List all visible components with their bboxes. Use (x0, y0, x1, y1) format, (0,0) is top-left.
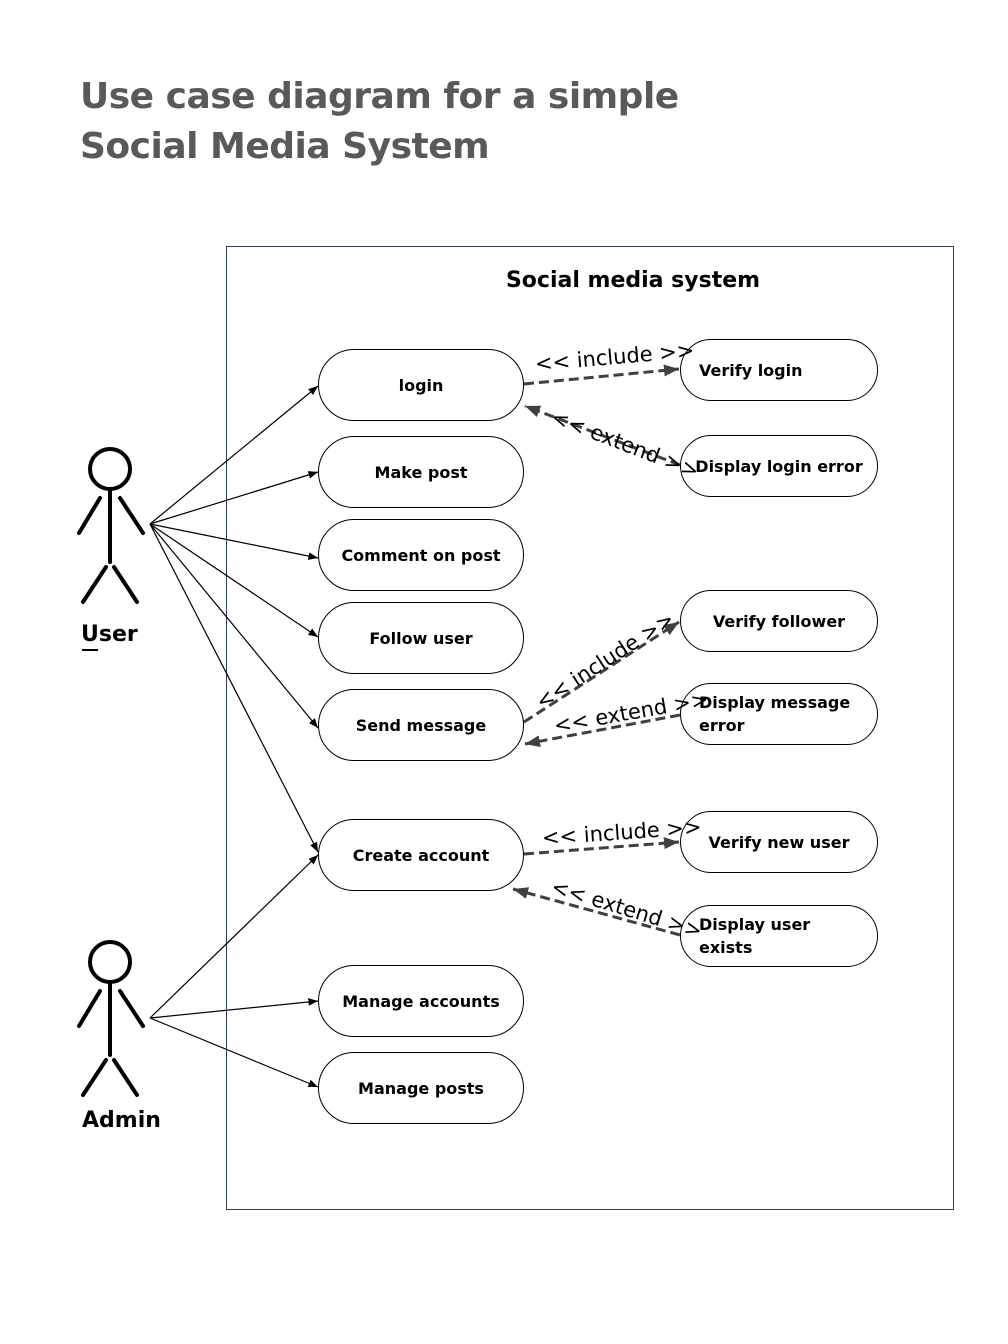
extend-login-error (524, 404, 681, 467)
usecase-verify-login-label: Verify login (699, 360, 803, 380)
page-title: Use case diagram for a simple Social Med… (80, 72, 679, 172)
usecase-follow-user[interactable]: Follow user (318, 602, 524, 674)
user-actor-label: User (81, 622, 138, 647)
extend-message-error (524, 713, 681, 748)
assoc-admin-manage-posts (149, 1017, 319, 1088)
usecase-send-message[interactable]: Send message (318, 689, 524, 761)
extend-account-exists (512, 887, 681, 937)
usecase-verify-new-user[interactable]: Verify new user (680, 811, 878, 873)
usecase-verify-follower[interactable]: Verify follower (680, 590, 878, 652)
assoc-user-follow (149, 523, 319, 638)
assoc-user-create-account (149, 523, 319, 853)
include-login-verify (523, 364, 680, 386)
page-title-line-2: Social Media System (80, 126, 490, 167)
admin-actor-label: Admin (82, 1108, 161, 1133)
admin-actor-icon[interactable] (77, 940, 145, 1097)
usecase-manage-accounts-label: Manage accounts (342, 991, 500, 1011)
usecase-comment-on-post[interactable]: Comment on post (318, 519, 524, 591)
assoc-admin-manage-accounts (149, 998, 319, 1019)
usecase-verify-login[interactable]: Verify login (680, 339, 878, 401)
usecase-follow-user-label: Follow user (369, 628, 473, 648)
usecase-verify-follower-label: Verify follower (712, 611, 846, 631)
usecase-verify-new-user-label: Verify new user (708, 832, 850, 852)
usecase-make-post-label: Make post (374, 462, 468, 482)
usecase-display-message-error-line-1: Display message (699, 693, 851, 712)
usecase-display-message-error[interactable]: Display message error (680, 683, 878, 745)
usecase-login[interactable]: login (318, 349, 524, 421)
usecase-display-message-error-line-2: error (699, 716, 745, 735)
assoc-user-make-post (149, 471, 319, 525)
assoc-admin-create-account (149, 854, 319, 1019)
system-name: Social media system (505, 268, 761, 293)
usecase-manage-posts[interactable]: Manage posts (318, 1052, 524, 1124)
assoc-user-send-message (149, 523, 319, 729)
usecase-display-user-exists-label: Display user exists (699, 915, 811, 957)
user-actor-icon[interactable] (77, 447, 145, 604)
usecase-login-label: login (398, 375, 444, 395)
include-account-verify (523, 837, 680, 856)
usecase-make-post[interactable]: Make post (318, 436, 524, 508)
system-boundary (226, 246, 954, 1210)
usecase-manage-accounts[interactable]: Manage accounts (318, 965, 524, 1037)
assoc-user-comment (149, 523, 319, 560)
usecase-display-login-error[interactable]: Display login error (680, 435, 878, 497)
usecase-send-message-label: Send message (355, 715, 487, 735)
assoc-user-login (149, 385, 319, 525)
include-message-follower (523, 620, 680, 724)
usecase-comment-label: Comment on post (341, 545, 501, 565)
usecase-manage-posts-label: Manage posts (358, 1078, 484, 1098)
usecase-display-user-exists[interactable]: Display user exists (680, 905, 878, 967)
usecase-display-login-error-label: Display login error (695, 456, 863, 476)
usecase-create-account-label: Create account (352, 845, 490, 865)
page-title-line-1: Use case diagram for a simple (80, 76, 679, 117)
usecase-create-account[interactable]: Create account (318, 819, 524, 891)
